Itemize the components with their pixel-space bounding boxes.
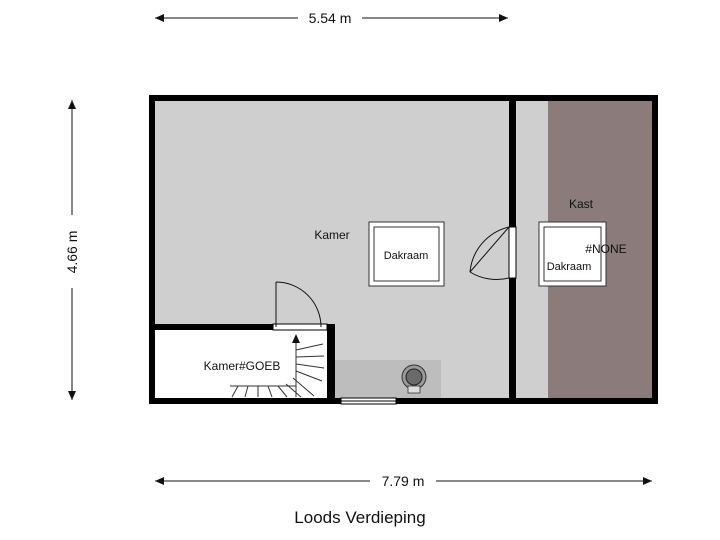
bottom-window: [340, 397, 397, 405]
skylight-kamer: [368, 221, 445, 287]
room-label-kamer: Kamer: [314, 228, 349, 242]
staircase: [230, 335, 325, 398]
bottom-dimension-label: 7.79 m: [382, 473, 425, 489]
stair-door: [272, 281, 328, 331]
room-label-kast: Kast: [569, 197, 594, 211]
stove-icon: [401, 364, 427, 394]
fixture-label-dakraam-1: Dakraam: [384, 250, 429, 262]
bottom-dimension: 7.79 m: [155, 473, 652, 489]
room-label-none: #NONE: [585, 242, 626, 256]
stair-direction-arrow: [292, 334, 300, 343]
corridor-door: [469, 226, 517, 281]
room-label-kamer-goeb: Kamer#GOEB: [204, 359, 281, 373]
top-dimension: 5.54 m: [155, 10, 508, 26]
left-dimension-label: 4.66 m: [64, 231, 80, 274]
skylight-kast: [538, 221, 607, 287]
walls: [149, 95, 658, 404]
plan-caption: Loods Verdieping: [294, 508, 426, 527]
fixture-label-dakraam-2: Dakraam: [547, 261, 592, 273]
top-dimension-label: 5.54 m: [309, 10, 352, 26]
left-dimension: 4.66 m: [64, 100, 80, 400]
